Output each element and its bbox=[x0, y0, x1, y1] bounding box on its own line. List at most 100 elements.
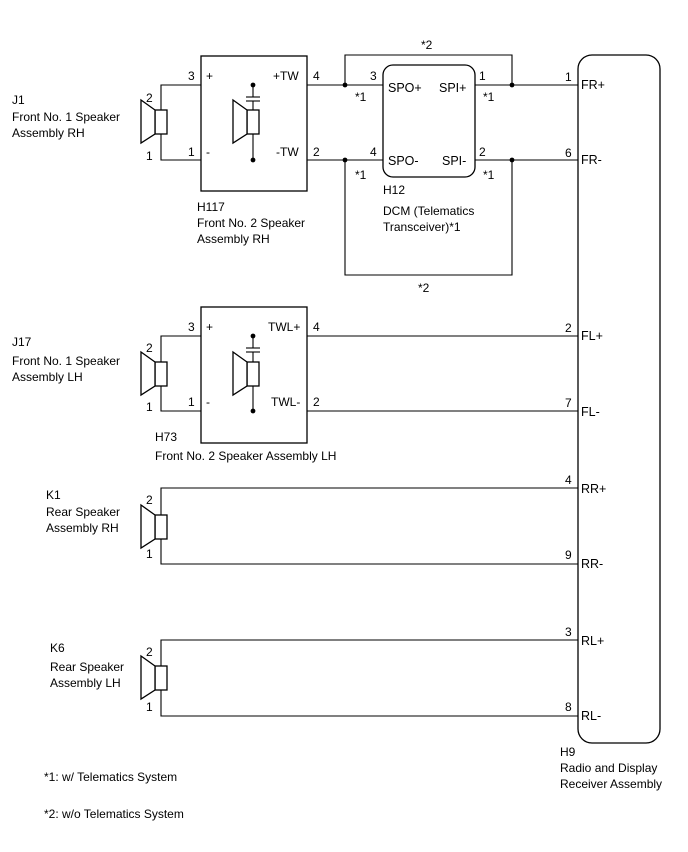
mark-star1-spi-neg: *1 bbox=[483, 168, 495, 182]
receiver-pin-label-fr-neg: FR- bbox=[581, 153, 602, 167]
speaker-k1-name-line2: Assembly RH bbox=[46, 521, 119, 535]
receiver-code: H9 bbox=[560, 745, 576, 759]
footnote-telematics-without: *2: w/o Telematics System bbox=[44, 807, 184, 821]
speaker-j17-name-line1: Front No. 1 Speaker bbox=[12, 354, 120, 368]
tweeter-h73-out-pos-label: TWL+ bbox=[268, 320, 300, 334]
tweeter-h117-speaker-icon bbox=[232, 98, 260, 145]
tweeter-h117-out-pos-label: +TW bbox=[273, 69, 299, 83]
mark-star1-spi-pos: *1 bbox=[483, 90, 495, 104]
speaker-j1-name-line2: Assembly RH bbox=[12, 126, 85, 140]
wire-rl-pos bbox=[160, 639, 578, 666]
mark-star2-bottom: *2 bbox=[418, 281, 430, 295]
tweeter-h117-code: H117 bbox=[197, 200, 225, 214]
tweeter-h117-name-line1: Front No. 2 Speaker bbox=[197, 216, 305, 230]
tweeter-h73-out-pos-pin: 4 bbox=[313, 320, 320, 334]
footnote-telematics-with: *1: w/ Telematics System bbox=[44, 770, 177, 784]
dcm-code: H12 bbox=[383, 183, 405, 197]
receiver-pin-label-fl-pos: FL+ bbox=[581, 329, 603, 343]
dcm-name-line1: DCM (Telematics bbox=[383, 204, 474, 218]
junction-dot bbox=[509, 157, 515, 163]
speaker-k6-pin-bottom: 1 bbox=[146, 700, 153, 714]
tweeter-h73-code: H73 bbox=[155, 430, 177, 444]
receiver-pin-number-rl-pos: 3 bbox=[565, 625, 572, 639]
receiver-name-line1: Radio and Display bbox=[560, 761, 657, 775]
tweeter-h117-internal bbox=[246, 82, 260, 163]
dcm-spi-pos-pin: 1 bbox=[479, 69, 486, 83]
receiver-pin-number-fl-neg: 7 bbox=[565, 396, 572, 410]
receiver-pin-number-rr-neg: 9 bbox=[565, 548, 572, 562]
dcm-spo-neg-label: SPO- bbox=[388, 154, 419, 168]
speaker-j17-icon bbox=[140, 350, 168, 397]
mark-star1-spo-pos: *1 bbox=[355, 90, 367, 104]
speaker-k6-pin-top: 2 bbox=[146, 645, 153, 659]
tweeter-h73-internal bbox=[246, 333, 260, 414]
speaker-k6-name-line2: Assembly LH bbox=[50, 676, 121, 690]
dcm-name-line2: Transceiver)*1 bbox=[383, 220, 461, 234]
speaker-j17-pin-bottom: 1 bbox=[146, 400, 153, 414]
tweeter-h73-speaker-icon bbox=[232, 350, 260, 397]
speaker-j17-code: J17 bbox=[12, 335, 32, 349]
receiver-pin-label-fr-pos: FR+ bbox=[581, 78, 605, 92]
tweeter-h73-out-neg-label: TWL- bbox=[271, 395, 300, 409]
speaker-j17-name-line2: Assembly LH bbox=[12, 370, 83, 384]
tweeter-h117-name-line2: Assembly RH bbox=[197, 232, 270, 246]
wire-fr-neg-bypass-bottom bbox=[344, 160, 513, 276]
speaker-j1-pin-bottom: 1 bbox=[146, 149, 153, 163]
dcm-h12-box bbox=[382, 64, 476, 178]
mark-star2-top: *2 bbox=[421, 38, 433, 52]
tweeter-h117-in-pos-sign: + bbox=[206, 69, 213, 83]
speaker-k6-code: K6 bbox=[50, 641, 65, 655]
speaker-j17-pin-top: 2 bbox=[146, 341, 153, 355]
junction-dot bbox=[509, 82, 515, 88]
speaker-k1-name-line1: Rear Speaker bbox=[46, 505, 120, 519]
speaker-j1-pin-top: 2 bbox=[146, 91, 153, 105]
speaker-j1-code: J1 bbox=[12, 93, 25, 107]
dcm-spi-neg-pin: 2 bbox=[479, 145, 486, 159]
mark-star1-spo-neg: *1 bbox=[355, 168, 367, 182]
receiver-pin-number-fr-neg: 6 bbox=[565, 146, 572, 160]
wire-rr-pos bbox=[160, 487, 578, 515]
tweeter-h117-in-pos-pin: 3 bbox=[188, 69, 195, 83]
receiver-pin-label-rl-neg: RL- bbox=[581, 709, 601, 723]
tweeter-h117-out-neg-label: -TW bbox=[276, 145, 299, 159]
speaker-k6-name-line1: Rear Speaker bbox=[50, 660, 124, 674]
tweeter-h117-in-neg-pin: 1 bbox=[188, 145, 195, 159]
receiver-pin-number-fr-pos: 1 bbox=[565, 70, 572, 84]
speaker-k1-pin-top: 2 bbox=[146, 493, 153, 507]
receiver-pin-label-rr-pos: RR+ bbox=[581, 482, 606, 496]
tweeter-h73-in-neg-pin: 1 bbox=[188, 395, 195, 409]
receiver-pin-label-rl-pos: RL+ bbox=[581, 634, 604, 648]
receiver-name-line2: Receiver Assembly bbox=[560, 777, 662, 791]
tweeter-h117-in-neg-sign: - bbox=[206, 145, 210, 159]
receiver-pin-label-rr-neg: RR- bbox=[581, 557, 603, 571]
speaker-k1-icon bbox=[140, 503, 168, 550]
wire-rl-neg bbox=[160, 690, 578, 717]
wire-fr-pos-bypass-top bbox=[344, 54, 513, 85]
receiver-pin-number-rr-pos: 4 bbox=[565, 473, 572, 487]
receiver-box bbox=[577, 54, 661, 744]
receiver-pin-label-fl-neg: FL- bbox=[581, 405, 600, 419]
tweeter-h117-out-neg-pin: 2 bbox=[313, 145, 320, 159]
tweeter-h73-in-pos-pin: 3 bbox=[188, 320, 195, 334]
wire-rr-neg bbox=[160, 539, 578, 565]
wire-fl-pos bbox=[160, 335, 578, 362]
tweeter-h73-out-neg-pin: 2 bbox=[313, 395, 320, 409]
dcm-spo-pos-pin: 3 bbox=[370, 69, 377, 83]
tweeter-h117-out-pos-pin: 4 bbox=[313, 69, 320, 83]
dcm-spi-neg-label: SPI- bbox=[442, 154, 466, 168]
junction-dot bbox=[342, 82, 348, 88]
tweeter-h73-in-neg-sign: - bbox=[206, 395, 210, 409]
speaker-j1-icon bbox=[140, 98, 168, 145]
speaker-j1-name-line1: Front No. 1 Speaker bbox=[12, 110, 120, 124]
wire-fl-neg bbox=[160, 386, 578, 412]
tweeter-h73-name: Front No. 2 Speaker Assembly LH bbox=[155, 449, 336, 463]
speaker-k6-icon bbox=[140, 654, 168, 701]
receiver-pin-number-rl-neg: 8 bbox=[565, 700, 572, 714]
receiver-pin-number-fl-pos: 2 bbox=[565, 321, 572, 335]
speaker-k1-code: K1 bbox=[46, 488, 61, 502]
speaker-k1-pin-bottom: 1 bbox=[146, 547, 153, 561]
junction-dot bbox=[342, 157, 348, 163]
tweeter-h73-in-pos-sign: + bbox=[206, 320, 213, 334]
dcm-spo-neg-pin: 4 bbox=[370, 145, 377, 159]
